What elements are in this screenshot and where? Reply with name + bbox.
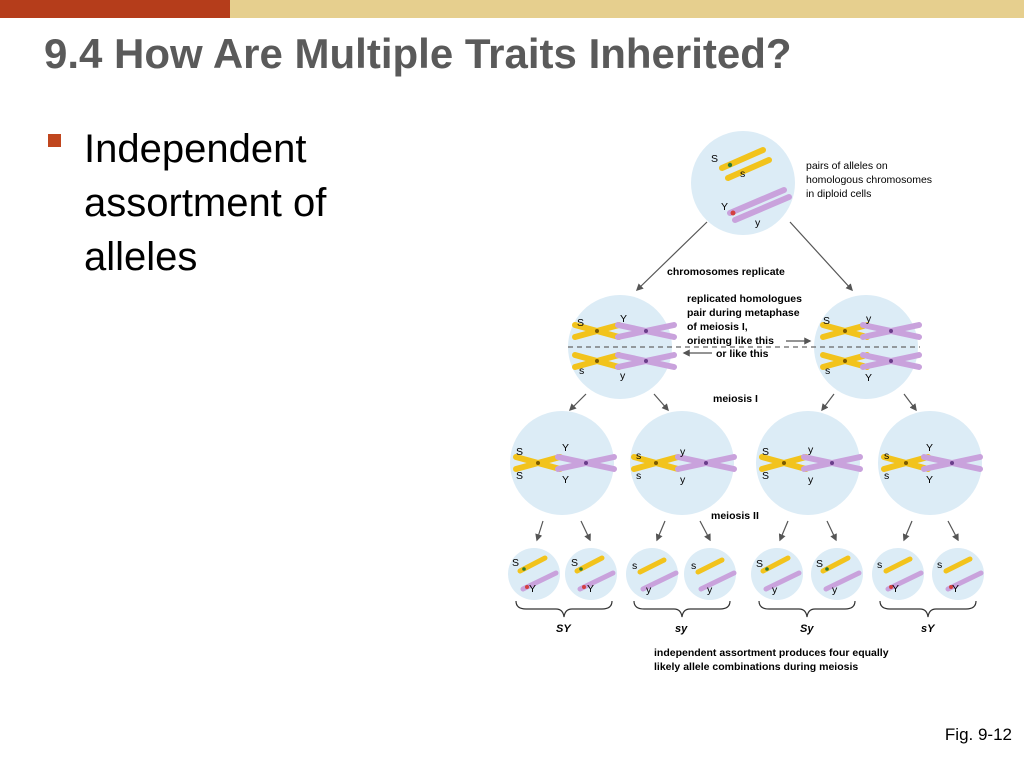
allele-label: s <box>884 470 889 482</box>
allele-label: S <box>816 558 823 570</box>
gamete-cell <box>684 548 737 600</box>
bottom-note-line-2: likely allele combinations during meiosi… <box>654 661 858 673</box>
allele-label: Y <box>562 442 569 454</box>
allele-label: Y <box>587 583 594 595</box>
meiosis-i-label: meiosis I <box>713 393 758 405</box>
metaphase-note-line-4: orienting like this <box>687 335 774 347</box>
bullet-text: Independent assortment of alleles <box>84 127 327 279</box>
bullet-square-icon <box>48 134 61 147</box>
allele-label: y <box>832 584 838 596</box>
allele-label: s <box>740 168 745 180</box>
allele-label: S <box>756 558 763 570</box>
allele-label: Y <box>926 442 933 454</box>
allele-label: Y <box>926 474 933 486</box>
meiosis-ii-label: meiosis II <box>711 510 759 522</box>
metaphase-note-line-5: or like this <box>716 348 769 360</box>
top-note-line-1: pairs of alleles on <box>806 160 888 172</box>
combo-label: sy <box>675 623 688 635</box>
allele-label: s <box>884 450 889 462</box>
allele-label: S <box>711 153 718 165</box>
combo-label: Sy <box>800 623 814 635</box>
allele-label: Y <box>952 583 959 595</box>
allele-label: S <box>512 557 519 569</box>
allele-label: s <box>632 560 637 572</box>
allele-label: y <box>808 474 814 486</box>
allele-label: Y <box>865 372 872 384</box>
allele-label: s <box>691 560 696 572</box>
gamete-cell <box>626 548 679 600</box>
metaphase-note-line-1: replicated homologues <box>687 293 802 305</box>
allele-label: Y <box>892 583 899 595</box>
gamete-cell <box>811 548 863 600</box>
diploid-cell <box>691 131 795 235</box>
allele-label: y <box>755 217 761 229</box>
top-accent-bar-left <box>0 0 230 18</box>
gamete-cell <box>751 548 803 600</box>
gamete-cell <box>872 548 924 600</box>
bottom-note-line-1: independent assortment produces four equ… <box>654 647 889 659</box>
combo-label: SY <box>556 623 572 635</box>
brace <box>879 600 977 618</box>
allele-label: s <box>825 365 830 377</box>
allele-label: y <box>707 584 713 596</box>
allele-label: S <box>571 557 578 569</box>
allele-label: y <box>620 370 626 382</box>
allele-label: y <box>646 584 652 596</box>
gamete-cell <box>565 548 617 600</box>
allele-label: y <box>680 474 686 486</box>
allele-label: s <box>937 559 942 571</box>
gamete-cell <box>508 548 560 600</box>
brace <box>515 600 613 618</box>
allele-label: S <box>762 446 769 458</box>
metaphase-note-line-3: of meiosis I, <box>687 321 748 333</box>
allele-label: s <box>877 559 882 571</box>
brace <box>758 600 856 618</box>
allele-label: Y <box>620 313 627 325</box>
metaphase-note-line-2: pair during metaphase <box>687 307 800 319</box>
allele-label: s <box>579 365 584 377</box>
allele-label: S <box>762 470 769 482</box>
allele-label: y <box>808 444 814 456</box>
replicate-label: chromosomes replicate <box>667 266 785 278</box>
figure-label: Fig. 9-12 <box>944 725 1012 744</box>
metaphase-cell-left <box>568 295 672 399</box>
allele-label: S <box>577 317 584 329</box>
allele-label: Y <box>721 201 728 213</box>
meiosis-i-cell <box>878 411 982 515</box>
slide-title: 9.4 How Are Multiple Traits Inherited? <box>44 30 792 77</box>
allele-label: y <box>680 446 686 458</box>
allele-label: S <box>516 446 523 458</box>
allele-label: s <box>636 470 641 482</box>
meiosis-i-cell <box>756 411 860 515</box>
brace <box>633 600 731 618</box>
top-note-line-2: homologous chromosomes <box>806 174 932 186</box>
combo-label: sY <box>921 623 936 635</box>
allele-label: y <box>866 313 872 325</box>
allele-label: Y <box>562 474 569 486</box>
allele-label: Y <box>529 583 536 595</box>
meiosis-i-cell <box>510 411 614 515</box>
top-note-line-3: in diploid cells <box>806 188 871 200</box>
top-accent-bar-right <box>230 0 1024 18</box>
allele-label: S <box>823 315 830 327</box>
gamete-cell <box>932 548 984 600</box>
allele-label: s <box>636 450 641 462</box>
allele-label: S <box>516 470 523 482</box>
allele-label: y <box>772 584 778 596</box>
meiosis-i-cell <box>630 411 734 515</box>
